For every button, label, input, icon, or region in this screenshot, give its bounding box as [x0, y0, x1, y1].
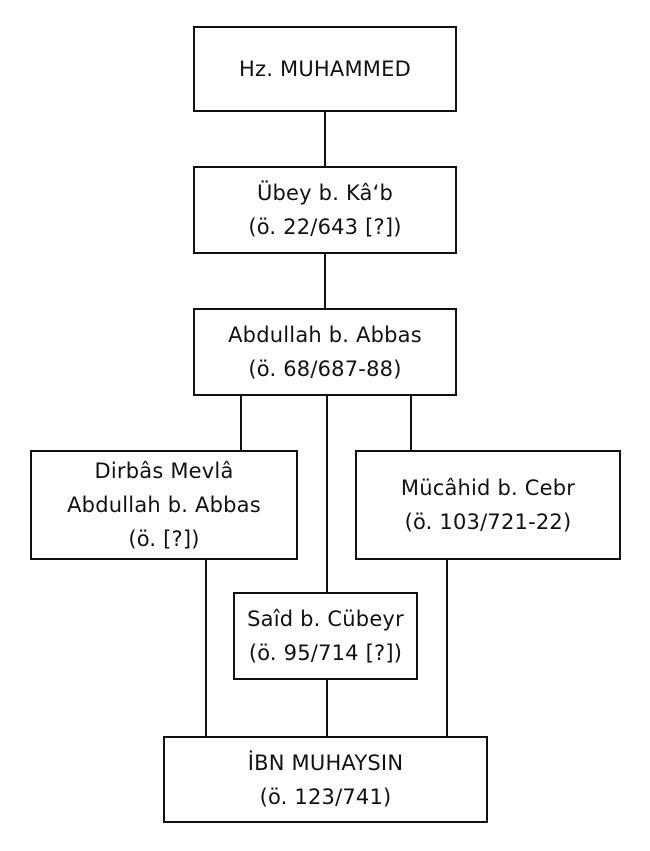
node-dirbas-mevla: Dirbâs Mevlâ Abdullah b. Abbas (ö. [?]) [30, 450, 298, 560]
node-mucahid-b-cebr: Mücâhid b. Cebr (ö. 103/721-22) [355, 450, 621, 560]
node-dates: (ö. 103/721-22) [404, 510, 572, 534]
node-dates: (ö. 95/714 [?]) [248, 641, 403, 665]
node-name-line2: Abdullah b. Abbas [67, 493, 261, 517]
node-name: Saîd b. Cübeyr [247, 607, 404, 631]
node-name: Abdullah b. Abbas [228, 323, 422, 347]
node-name: Mücâhid b. Cebr [400, 476, 576, 500]
node-hz-muhammed: Hz. MUHAMMED [193, 26, 457, 112]
node-name: İBN MUHAYSIN [247, 750, 404, 775]
node-name: Hz. MUHAMMED [239, 57, 411, 81]
node-abdullah-b-abbas: Abdullah b. Abbas (ö. 68/687-88) [193, 308, 457, 396]
node-ibn-muhaysin: İBN MUHAYSIN (ö. 123/741) [163, 736, 488, 823]
node-dates: (ö. 123/741) [259, 784, 392, 809]
node-ubey-b-kab: Übey b. Kâ‘b (ö. 22/643 [?]) [193, 166, 457, 254]
node-said-b-cubeyr: Saîd b. Cübeyr (ö. 95/714 [?]) [233, 592, 418, 680]
node-name: Übey b. Kâ‘b [256, 181, 394, 205]
node-dates: (ö. 22/643 [?]) [248, 215, 402, 239]
node-name-line1: Dirbâs Mevlâ [94, 459, 234, 483]
node-dates: (ö. [?]) [128, 527, 200, 551]
node-dates: (ö. 68/687-88) [248, 357, 402, 381]
